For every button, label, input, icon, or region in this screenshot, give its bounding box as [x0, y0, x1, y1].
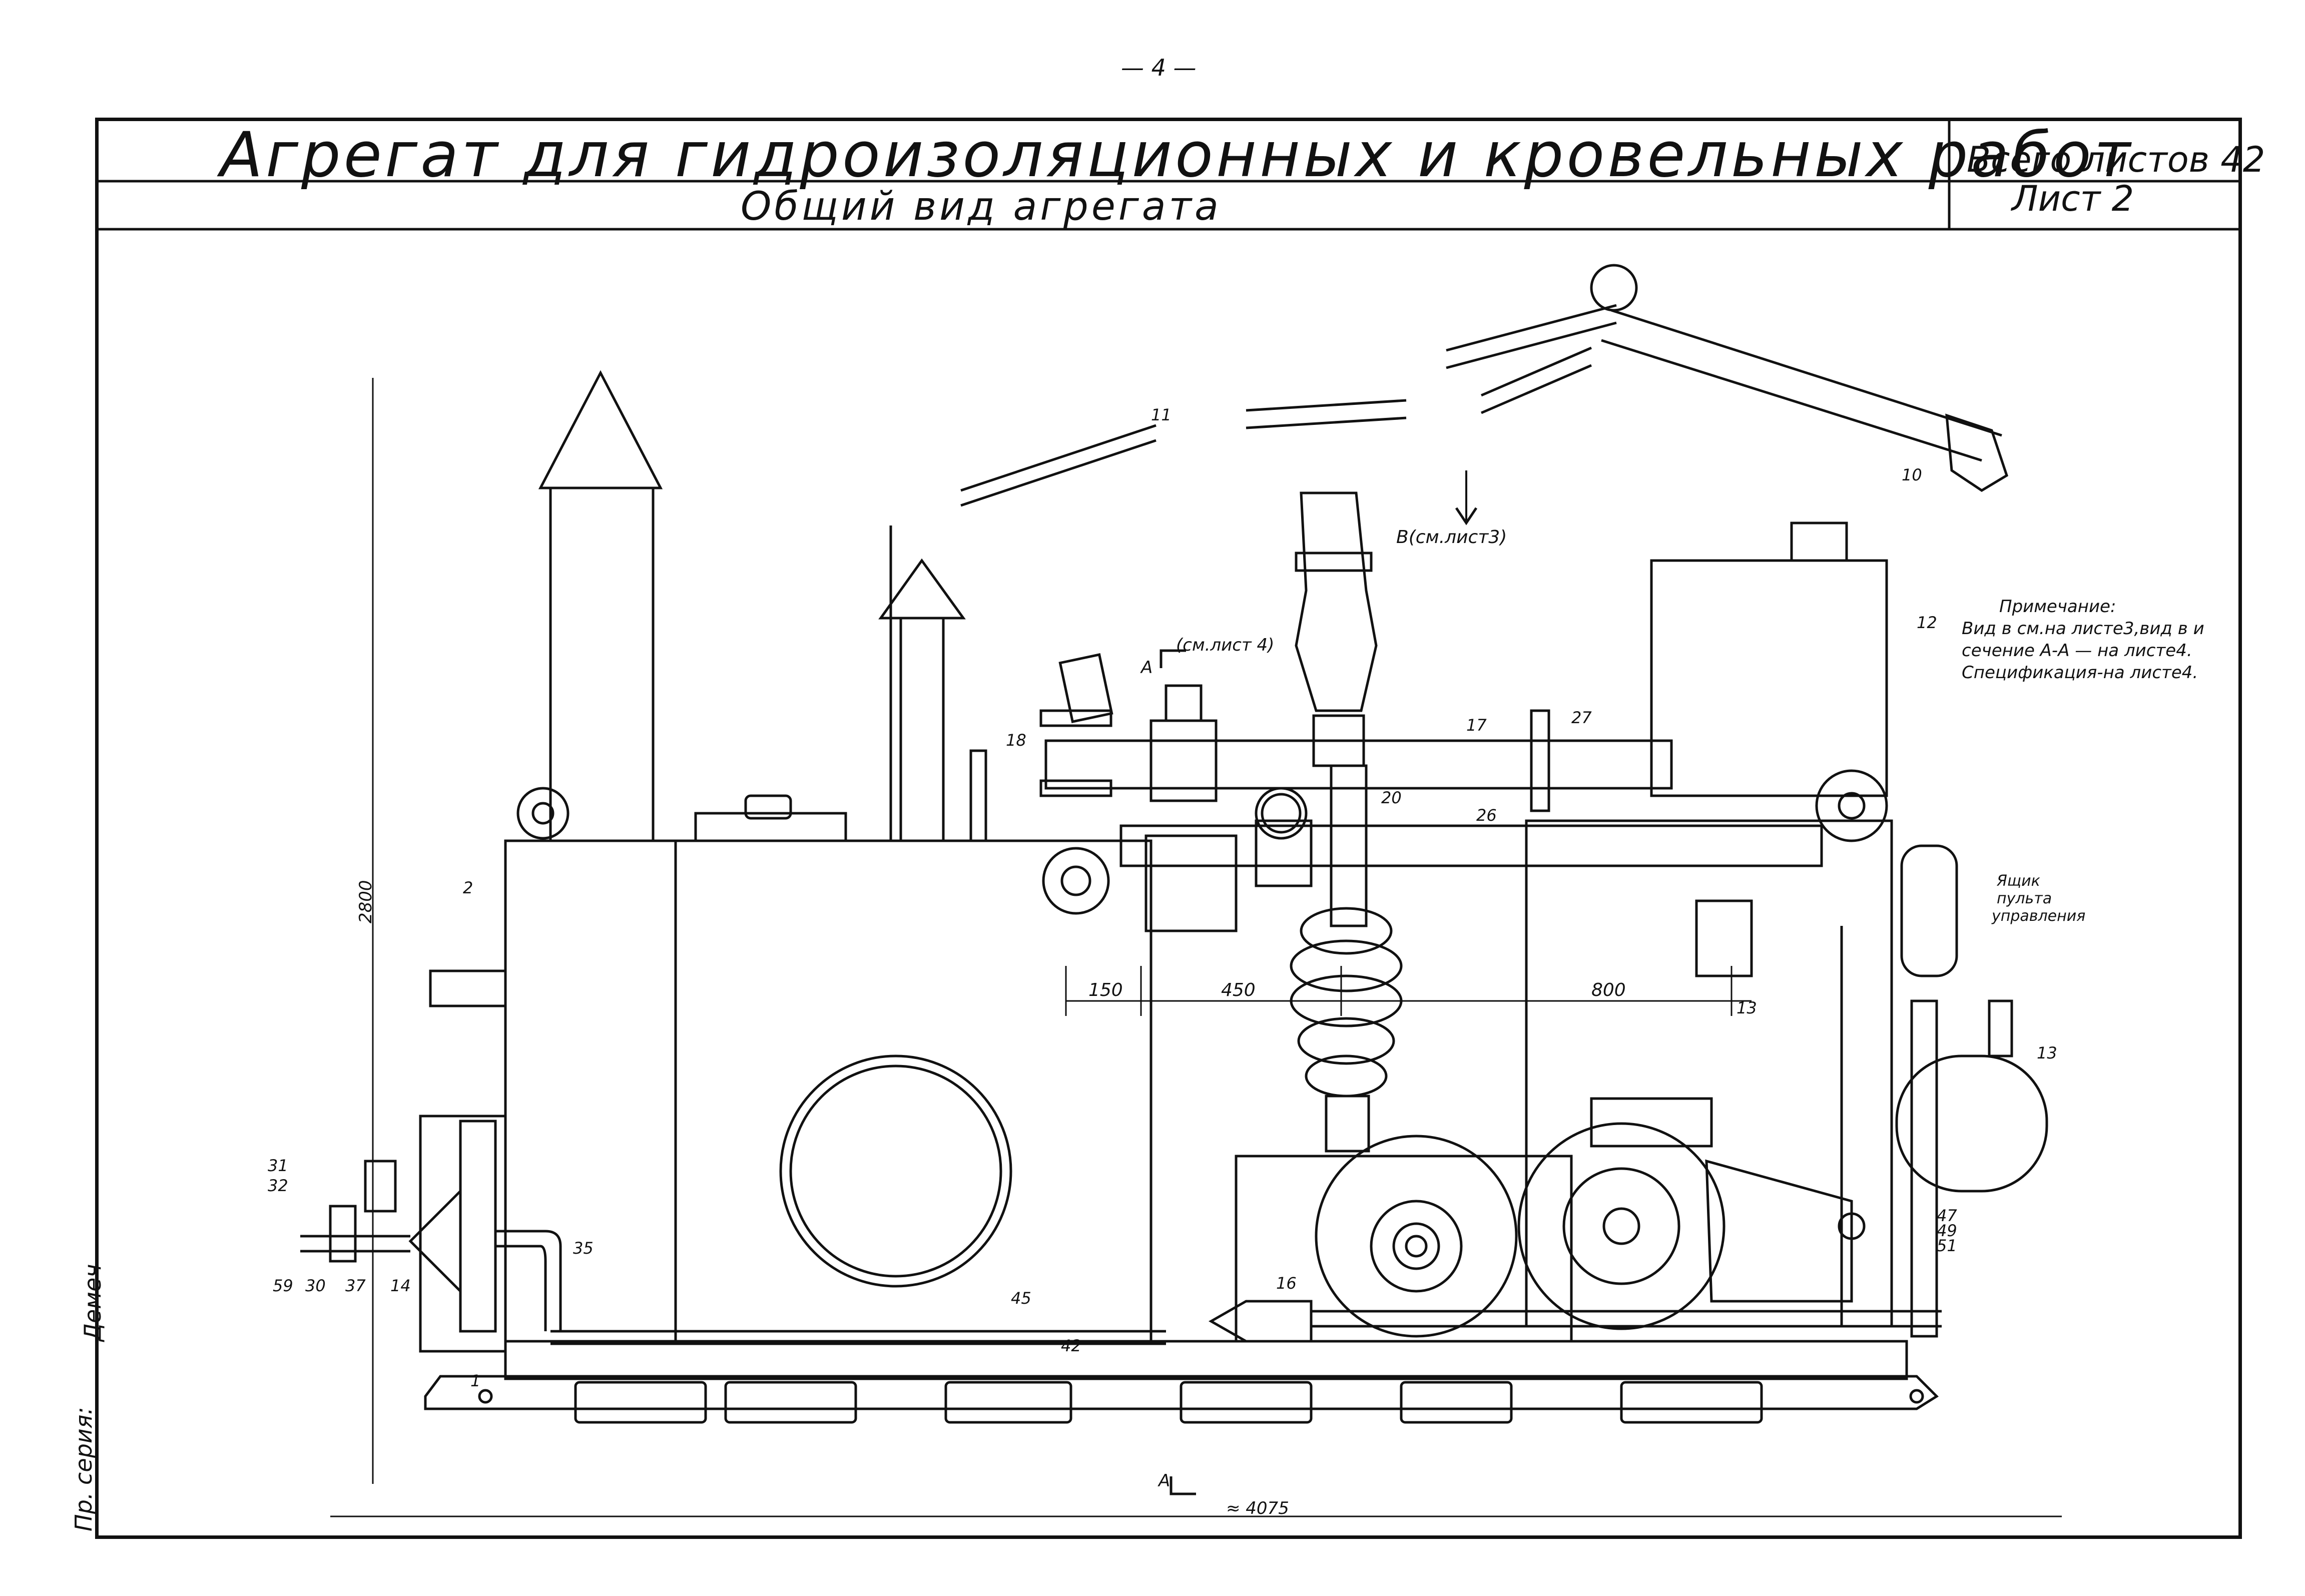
part-27: 27 [1571, 708, 1592, 727]
part-35: 35 [573, 1239, 594, 1258]
part-11: 11 [1151, 405, 1172, 424]
pressure-gauge [1590, 264, 1638, 312]
part-18: 18 [1006, 731, 1026, 750]
signature: Демеч [79, 1264, 106, 1341]
part-32: 32 [268, 1176, 288, 1195]
note-line: Спецификация-на листе4. [1962, 663, 2198, 683]
dim-150: 150 [1088, 980, 1123, 1000]
part-59: 59 [273, 1276, 293, 1295]
part-30: 30 [305, 1276, 326, 1295]
drawing-title: Агрегат для гидроизоляционных и кровельн… [220, 119, 2133, 191]
fuel-tank [1650, 559, 1888, 797]
part-14: 14 [390, 1276, 411, 1295]
control-box-line3: управления [1991, 907, 2085, 925]
sheets-total: Всего листов 42 [1967, 139, 2265, 180]
part-45: 45 [1011, 1289, 1031, 1308]
part-20: 20 [1381, 788, 1402, 807]
dim-overall-length: ≈ 4075 [1226, 1498, 1289, 1518]
part-12: 12 [1917, 613, 1937, 632]
part-31: 31 [268, 1156, 288, 1175]
page-number: — 4 — [1121, 54, 1197, 81]
drawing-frame [95, 118, 2242, 1539]
part-42: 42 [1061, 1336, 1081, 1355]
dim-800: 800 [1591, 980, 1626, 1000]
section-a-bottom: А [1158, 1471, 1170, 1491]
part-13a: 13 [1737, 998, 1757, 1017]
skid-base [424, 1375, 1939, 1410]
series-stamp: Пр. серия: [70, 1407, 97, 1531]
note-block: Примечание: Вид в см.на листе3,вид в и с… [1962, 596, 2204, 684]
electric-motor [1315, 1135, 1518, 1338]
control-box-line2: пульта [1997, 890, 2052, 907]
part-10: 10 [1902, 465, 1922, 484]
part-37: 37 [345, 1276, 366, 1295]
control-box-line1: Ящик [1996, 872, 2040, 890]
compressor [1517, 1122, 1725, 1330]
part-49: 49 [1937, 1221, 1957, 1240]
part-26: 26 [1476, 806, 1497, 825]
dim-450: 450 [1221, 980, 1256, 1000]
part-13b: 13 [2037, 1043, 2057, 1062]
chimney [549, 486, 655, 842]
part-1: 1 [470, 1371, 480, 1390]
inspection-hatch [779, 1054, 1012, 1288]
part-51: 51 [1937, 1236, 1957, 1255]
part-17: 17 [1466, 716, 1487, 735]
part-47: 47 [1937, 1206, 1957, 1225]
part-16: 16 [1276, 1274, 1297, 1293]
receiver [1895, 1054, 2048, 1193]
note-line: сечение А-А — на листе4. [1962, 641, 2192, 661]
sheet-number: Лист 2 [2012, 178, 2134, 219]
section-a-ref: (см.лист 4) [1176, 635, 1274, 655]
drawing-subtitle: Общий вид агрегата [741, 184, 1222, 229]
dim-height: 2800 [356, 880, 376, 923]
section-a-top: А [1140, 658, 1152, 678]
note-title: Примечание: [1999, 597, 2116, 617]
note-line: Вид в см.на листе3,вид в и [1962, 619, 2204, 639]
part-2: 2 [463, 878, 473, 897]
view-b-label: В(см.лист3) [1396, 527, 1507, 548]
